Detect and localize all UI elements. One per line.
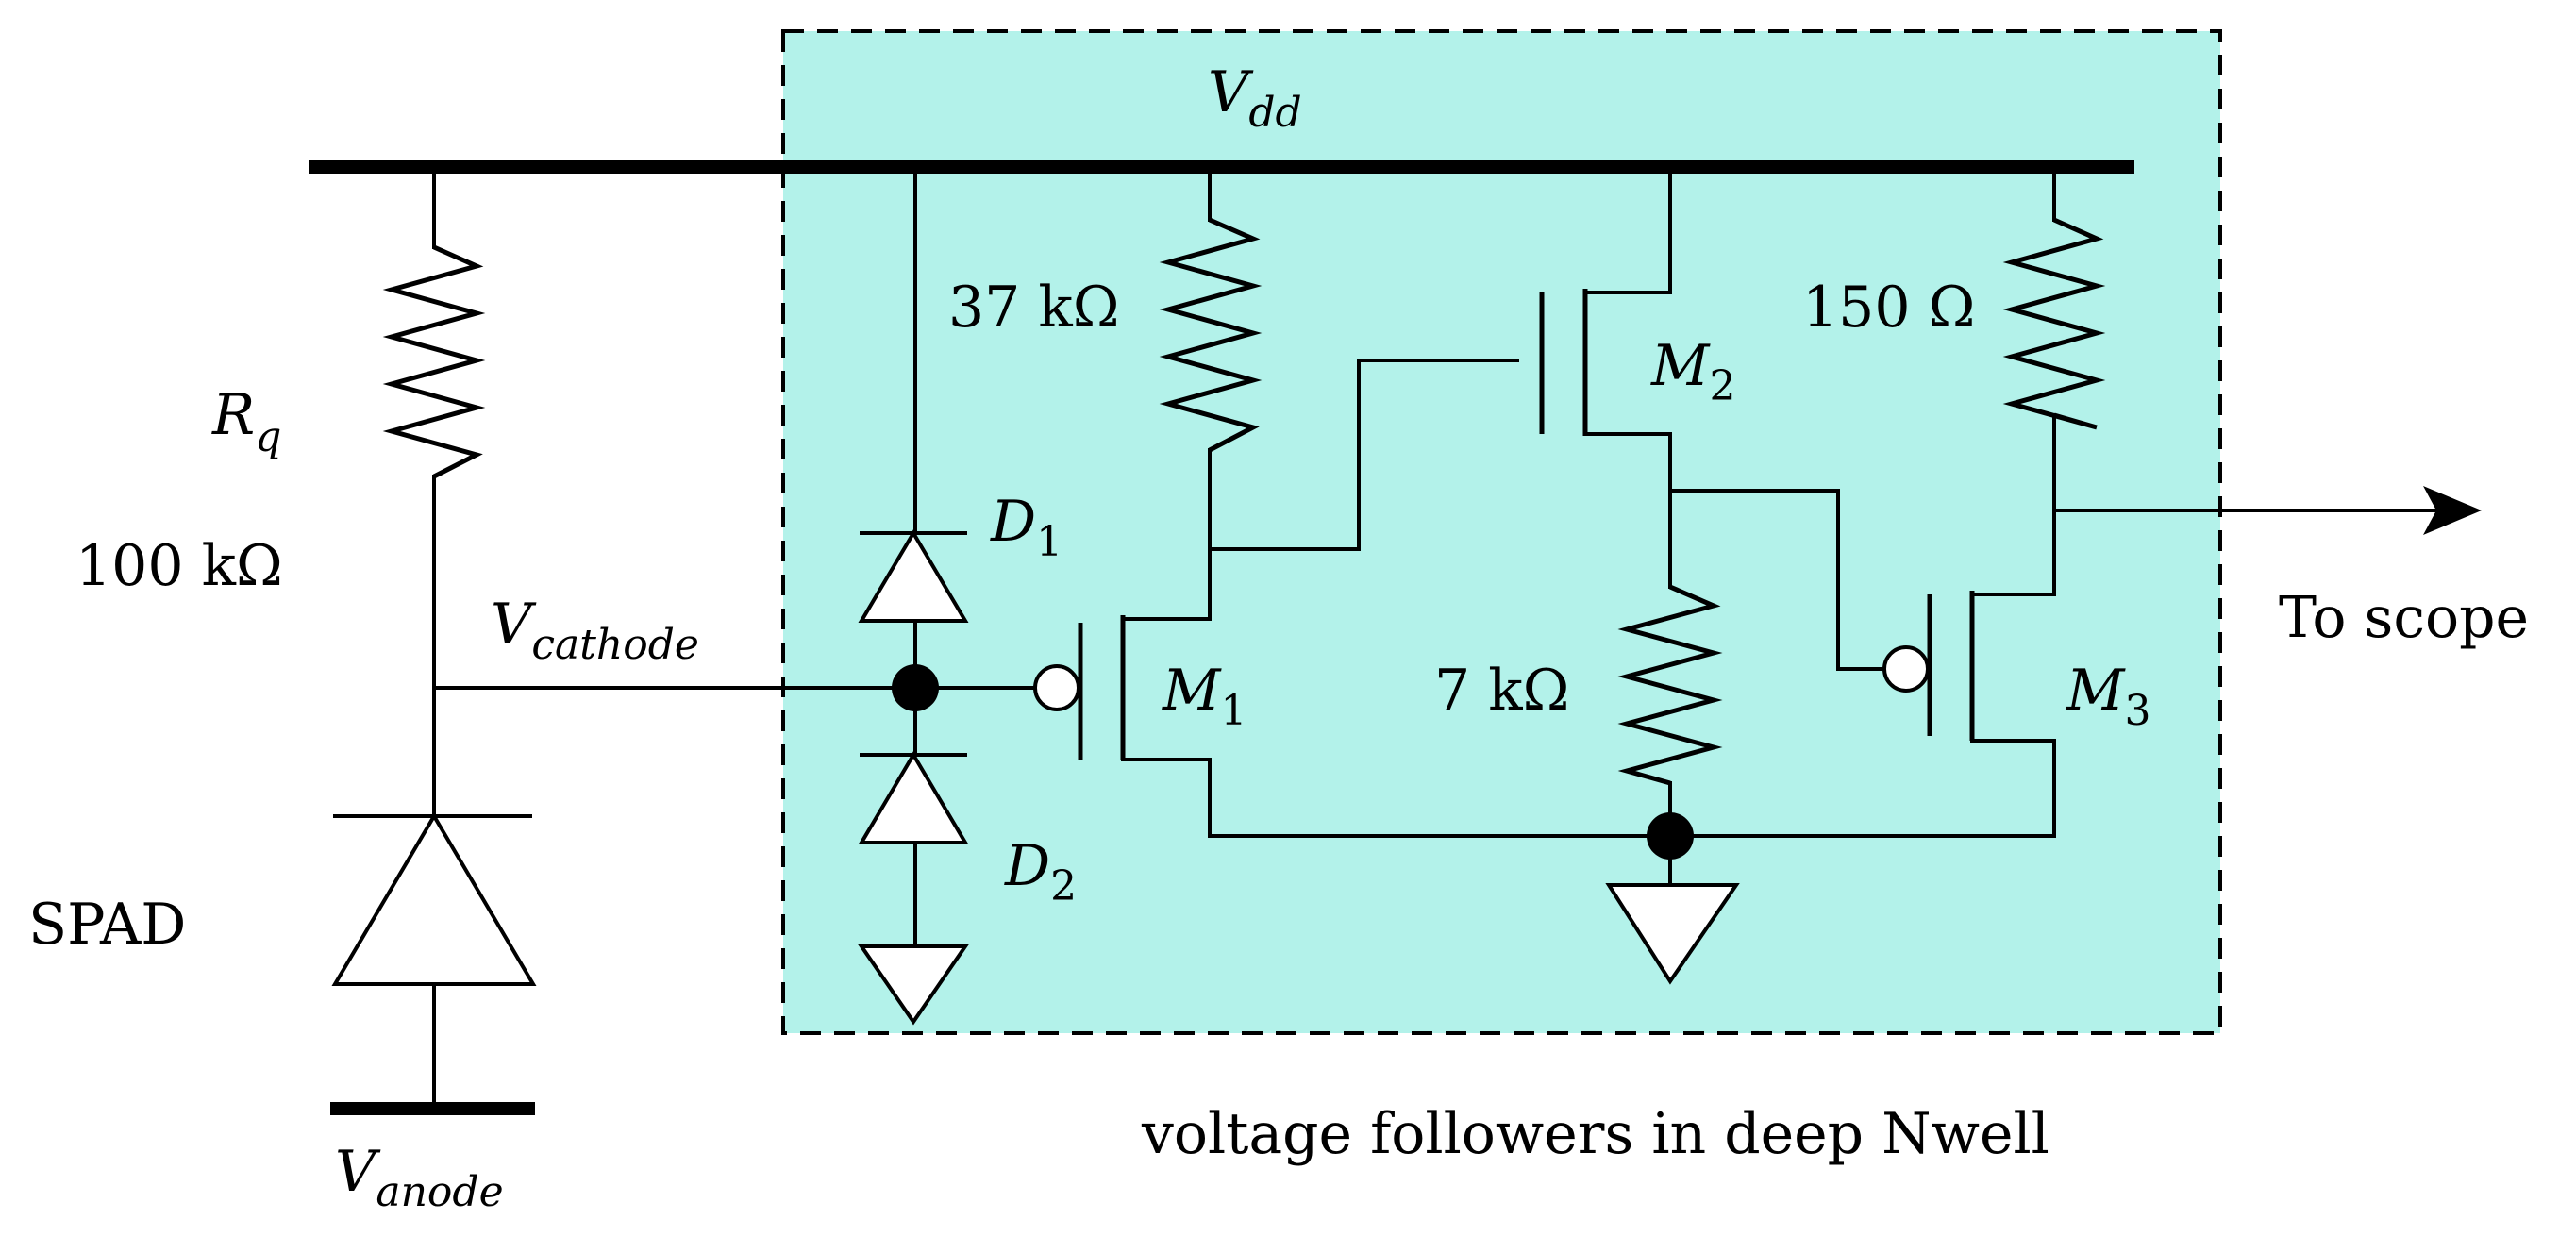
m3-label: M3 [2066, 658, 2150, 735]
nmos-m2 [1539, 165, 1672, 589]
output-arrow [2052, 486, 2482, 535]
ground-d2 [858, 944, 969, 1026]
spad-diode [331, 812, 537, 1111]
pmos-m3 [1882, 591, 2056, 838]
quench-resistor-rq [382, 165, 486, 818]
deep-nwell-region [781, 29, 2222, 1035]
m2-source-to-m3-gate-wire [1668, 489, 1884, 671]
diode-d1 [858, 165, 969, 690]
vanode-label: Vanode [335, 1139, 504, 1216]
resistor-37k-label: 37 kΩ [948, 275, 1120, 341]
spad-label: SPAD [28, 892, 186, 958]
vcathode-label: Vcathode [491, 592, 699, 669]
m2-gate-wire [1357, 359, 1519, 551]
resistor-150-label: 150 Ω [1802, 275, 1975, 341]
to-scope-label: To scope [2279, 585, 2529, 651]
ground-main [1605, 883, 1740, 985]
nwell-caption: voltage followers in deep Nwell [1141, 1101, 2049, 1167]
d2-label: D2 [1004, 833, 1077, 911]
vdd-label: Vdd [1208, 59, 1302, 137]
pmos-m1 [1033, 547, 1212, 838]
resistor-150 [2002, 165, 2106, 596]
rq-value-label: 100 kΩ [75, 533, 283, 599]
m1-label: M1 [1162, 658, 1246, 735]
m2-label: M2 [1650, 333, 1735, 410]
resistor-37k [1159, 165, 1263, 551]
resistor-7k-label: 7 kΩ [1434, 658, 1569, 724]
diode-d2 [858, 686, 969, 948]
d1-label: D1 [990, 489, 1062, 566]
rq-label: Rq [211, 382, 281, 461]
